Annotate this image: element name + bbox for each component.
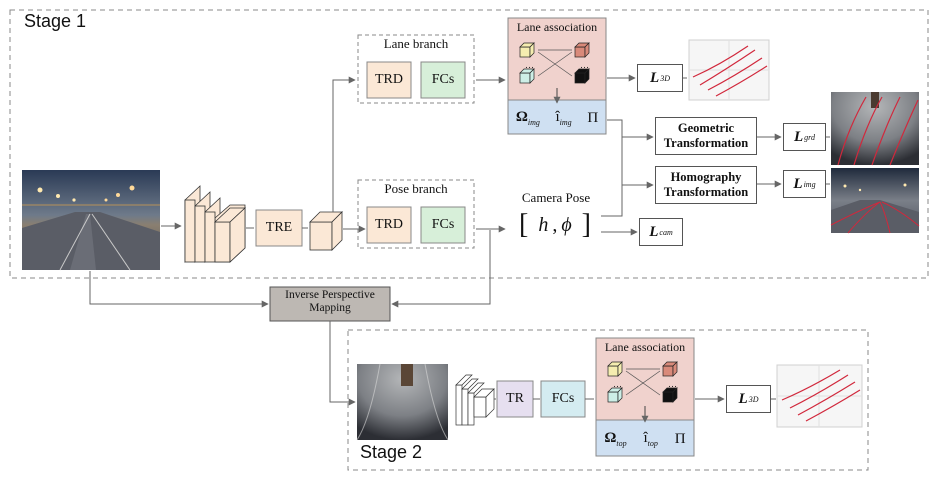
pose-fcs-label: FCs: [431, 217, 455, 232]
geometric-transformation: Geometric Transformation: [655, 117, 757, 155]
input-image: [22, 170, 160, 271]
lane-trd-label: TRD: [375, 72, 403, 87]
lane-branch-frame: [357, 34, 475, 104]
lane-assoc2-symbols: Ωtop îtop Π: [596, 425, 694, 453]
stage2-encoder-stack: [455, 374, 495, 426]
lane-assoc1-symbols: Ωimg îimg Π: [508, 104, 606, 132]
stage2-fcs-box: [540, 380, 586, 418]
bev-output-image: [831, 92, 919, 166]
pi-img: Π: [587, 109, 599, 126]
svg-text:…: …: [580, 60, 589, 70]
svg-text:…: …: [525, 60, 534, 70]
ipm-box: [269, 286, 391, 322]
camera-pose-h: h: [538, 213, 549, 236]
lane-branch-title: Lane branch: [383, 36, 449, 51]
ipm-label: Inverse Perspective Mapping: [285, 289, 375, 315]
pose-branch-title: Pose branch: [384, 181, 448, 196]
svg-text:…: …: [668, 379, 677, 389]
feature-cube: [309, 211, 343, 251]
camera-pose-vector: [ h , ϕ ]: [508, 208, 602, 242]
lane-assoc1-title: Lane association: [516, 20, 598, 34]
homography-output-image: [830, 168, 920, 234]
ihat-img: îimg: [555, 109, 572, 127]
assoc1-cubes: … …: [519, 42, 590, 84]
camera-pose-title: Camera Pose: [521, 190, 591, 205]
lane-fcs-label: FCs: [431, 72, 455, 87]
assoc2-cubes: … …: [607, 361, 678, 403]
ihat-top: îtop: [643, 430, 658, 448]
pose-branch-frame: [357, 179, 475, 249]
stage2-bev-input: [356, 363, 449, 441]
stage2-fcs-label: FCs: [551, 391, 575, 406]
omega-top: Ωtop: [604, 430, 627, 448]
stage2-title: Stage 2: [360, 442, 423, 462]
stage2-frame: [347, 329, 869, 471]
connectors: [89, 74, 830, 406]
pose-trd-label: TRD: [375, 217, 403, 232]
lanes-3d-plot-2: [776, 364, 863, 428]
camera-pose-comma: ,: [552, 213, 558, 236]
stage1-frame: [9, 9, 929, 279]
lane-assoc2-title: Lane association: [604, 340, 686, 354]
stage2-tr-label: TR: [506, 391, 524, 406]
bracket-right: ]: [581, 209, 591, 240]
tre-label: TRE: [265, 220, 293, 235]
camera-pose-phi: ϕ: [561, 213, 572, 236]
lanes-3d-plot-1: [688, 39, 770, 101]
stage1-title: Stage 1: [24, 11, 87, 31]
svg-text:…: …: [613, 379, 622, 389]
lane-association-1: [507, 17, 607, 135]
omega-img: Ωimg: [515, 109, 540, 127]
homography-transformation: Homography Transformation: [655, 166, 757, 204]
encoder-stack: [184, 185, 247, 263]
pi-top: Π: [674, 430, 686, 447]
bracket-left: [: [518, 209, 529, 240]
